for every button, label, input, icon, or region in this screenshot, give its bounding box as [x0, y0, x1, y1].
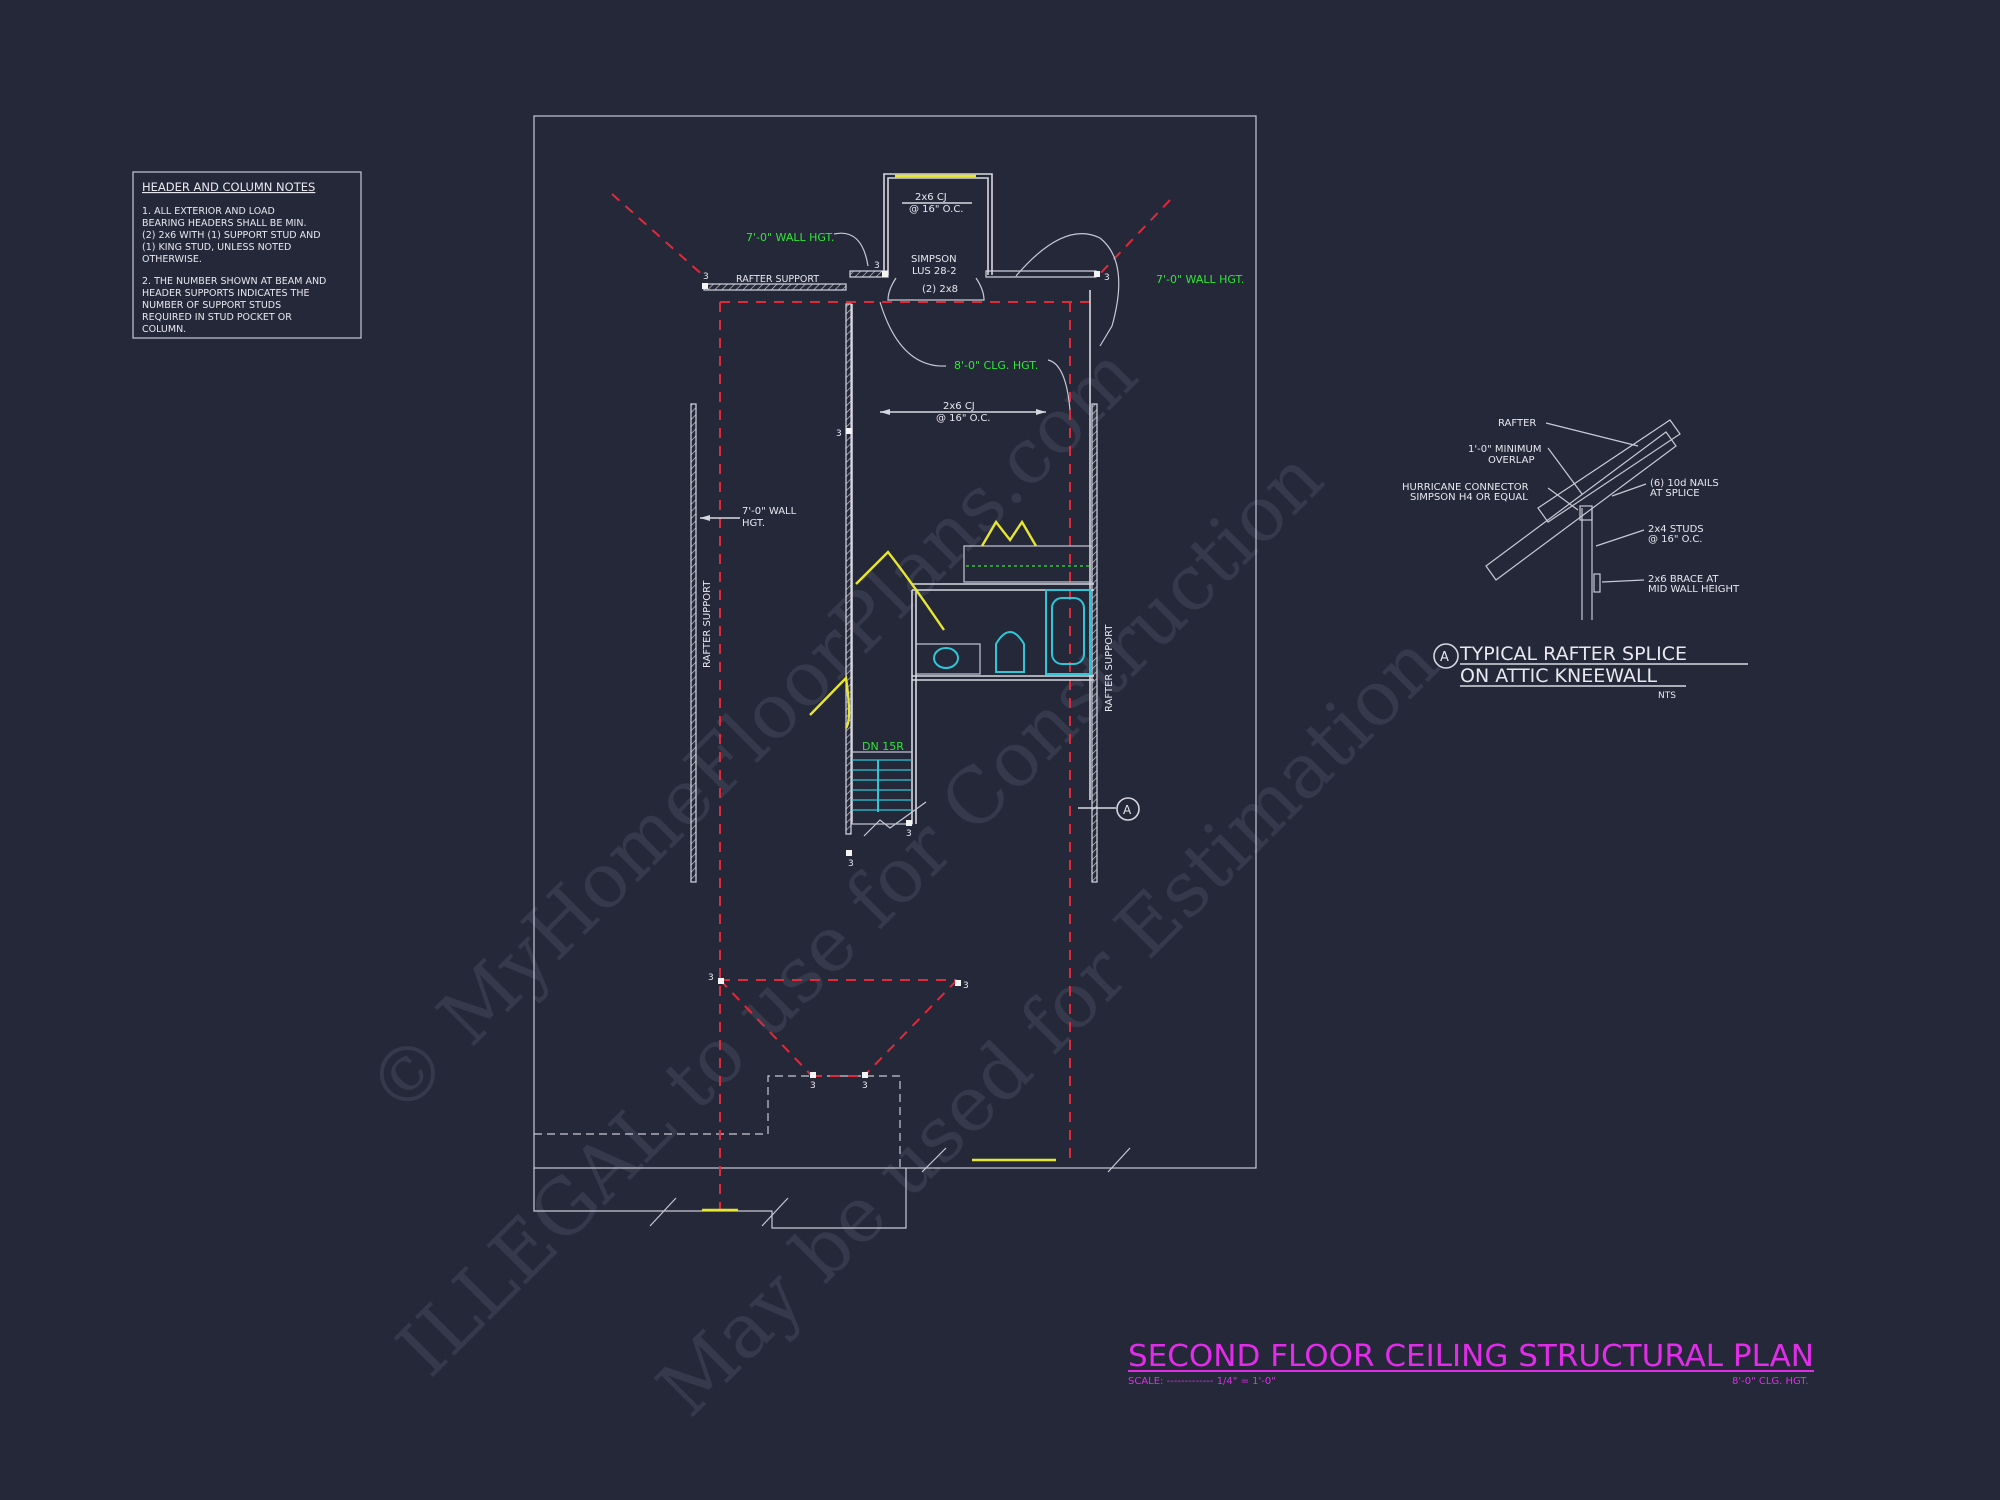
note-1-line-1: 1. ALL EXTERIOR AND LOAD [142, 206, 275, 217]
post-marker [906, 820, 912, 826]
bottom-openings [649, 1147, 1131, 1227]
rafter-support-top-label: RAFTER SUPPORT [736, 274, 819, 285]
header-2x8: (2) 2x8 [922, 284, 958, 295]
cj-top-line-1: 2x6 CJ [915, 192, 947, 203]
post-count: 3 [703, 272, 709, 282]
note-1-line-4: (1) KING STUD, UNLESS NOTED [142, 242, 291, 253]
red-dashed-beams [611, 193, 1171, 1210]
plan-outline [533, 115, 1257, 1229]
title-block: SECOND FLOOR CEILING STRUCTURAL PLAN SCA… [1128, 1339, 1814, 1387]
note-1-line-2: BEARING HEADERS SHALL BE MIN. [142, 218, 306, 229]
detail-nails-line-1: (6) 10d NAILS [1650, 478, 1719, 489]
detail-brace-line-1: 2x6 BRACE AT [1648, 574, 1719, 585]
main-walls: RAFTER SUPPORT RAFTER SUPPORT 3 [690, 290, 1115, 883]
plan-scale: SCALE: ------------- 1/4" = 1'-0" [1128, 1376, 1276, 1387]
section-tag: A [1078, 797, 1140, 821]
mid-wall-hgt: 7'-0" WALL HGT. [700, 506, 797, 529]
header-column-notes: HEADER AND COLUMN NOTES 1. ALL EXTERIOR … [132, 171, 362, 339]
post-count: 3 [862, 1081, 868, 1091]
post-count: 3 [963, 981, 969, 991]
simpson-line-1: SIMPSON [911, 254, 957, 265]
note-1-line-3: (2) 2x6 WITH (1) SUPPORT STUD AND [142, 230, 321, 241]
post-marker [810, 1072, 816, 1078]
detail-title-line-2: ON ATTIC KNEEWALL [1460, 665, 1658, 687]
stair: DN 15R 3 3 [846, 740, 927, 869]
wall-hgt-mid-line-1: 7'-0" WALL [742, 506, 797, 517]
post-marker [862, 1072, 868, 1078]
bathroom [809, 519, 1094, 824]
post-count: 3 [1104, 273, 1110, 283]
rafter-support-left-label: RAFTER SUPPORT [702, 580, 713, 668]
detail-hurricane-line-1: HURRICANE CONNECTOR [1402, 482, 1529, 493]
detail-rafter-label: RAFTER [1498, 418, 1536, 429]
detail-overlap-line-1: 1'-0" MINIMUM [1468, 444, 1541, 455]
simpson-line-2: LUS 28-2 [912, 266, 957, 277]
wall-hgt-mid-line-2: HGT. [742, 518, 765, 529]
post-marker [718, 978, 724, 984]
post-count: 3 [810, 1081, 816, 1091]
detail-scale: NTS [1658, 691, 1676, 701]
detail-hurricane-line-2: SIMPSON H4 OR EQUAL [1410, 492, 1528, 503]
cj-main-line-2: @ 16" O.C. [936, 413, 991, 424]
rafter-splice-detail: RAFTER 1'-0" MINIMUM OVERLAP HURRICANE C… [1402, 418, 1748, 701]
wall-hgt-left-label: 7'-0" WALL HGT. [746, 231, 834, 244]
detail-studs-line-1: 2x4 STUDS [1648, 524, 1704, 535]
detail-tag: A [1440, 650, 1449, 665]
top-rafter-support: RAFTER SUPPORT 3 3 3 [702, 261, 1110, 291]
section-tag-label: A [1123, 803, 1132, 817]
notes-title: HEADER AND COLUMN NOTES [142, 180, 315, 194]
clg-hgt-label: 8'-0" CLG. HGT. [954, 359, 1038, 372]
note-1-line-5: OTHERWISE. [142, 254, 202, 265]
post-count: 3 [836, 429, 842, 439]
cj-main-line-1: 2x6 CJ [943, 401, 975, 412]
detail-nails-line-2: AT SPLICE [1650, 488, 1700, 499]
detail-title-line-1: TYPICAL RAFTER SPLICE [1459, 643, 1687, 665]
wall-hgt-right-label: 7'-0" WALL HGT. [1156, 273, 1244, 286]
post-count: 3 [848, 859, 854, 869]
watermark: © MyHomeFloorPlans.com ILLEGAL to use fo… [350, 329, 1456, 1433]
note-2-line-3: NUMBER OF SUPPORT STUDS [142, 300, 281, 311]
plan-title: SECOND FLOOR CEILING STRUCTURAL PLAN [1128, 1339, 1814, 1374]
note-2-line-5: COLUMN. [142, 324, 186, 335]
post-marker [882, 271, 888, 277]
lower-posts: 3 3 3 3 [708, 973, 969, 1091]
post-marker [846, 428, 852, 434]
post-marker [702, 283, 708, 289]
plan-clg-hgt: 8'-0" CLG. HGT. [1732, 1376, 1809, 1387]
note-2-line-2: HEADER SUPPORTS INDICATES THE [142, 288, 310, 299]
note-2-line-1: 2. THE NUMBER SHOWN AT BEAM AND [142, 276, 326, 287]
post-count: 3 [906, 829, 912, 839]
cj-top-line-2: @ 16" O.C. [909, 204, 964, 215]
note-2-line-4: REQUIRED IN STUD POCKET OR [142, 312, 292, 323]
post-marker [846, 850, 852, 856]
top-bumpout: 2x6 CJ @ 16" O.C. SIMPSON LUS 28-2 (2) 2… [883, 173, 993, 301]
post-marker [1094, 271, 1100, 277]
stair-label: DN 15R [862, 740, 904, 753]
detail-brace-line-2: MID WALL HEIGHT [1648, 584, 1740, 595]
green-labels: 7'-0" WALL HGT. 7'-0" WALL HGT. 8'-0" CL… [746, 231, 1244, 411]
detail-studs-line-2: @ 16" O.C. [1648, 534, 1703, 545]
post-count: 3 [708, 973, 714, 983]
post-marker [955, 980, 961, 986]
detail-overlap-line-2: OVERLAP [1488, 455, 1534, 466]
main-cj: 2x6 CJ @ 16" O.C. [880, 401, 1046, 424]
rafter-support-right-label: RAFTER SUPPORT [1104, 624, 1115, 712]
post-count: 3 [874, 261, 880, 271]
